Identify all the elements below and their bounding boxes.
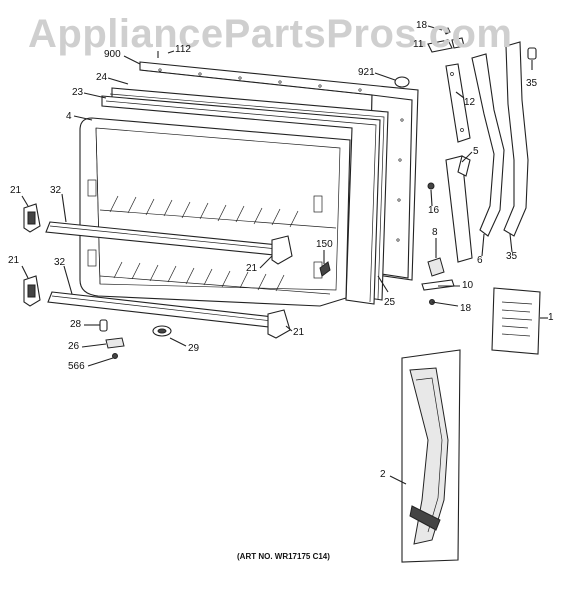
art-number-caption: (ART NO. WR17175 C14)	[237, 552, 330, 561]
door-handle-assembly	[401, 349, 461, 563]
shelf-end-cap-lower-left	[23, 275, 41, 307]
door-liner	[79, 117, 351, 307]
callout-32-lower: 32	[54, 257, 66, 268]
handle-5	[445, 155, 473, 263]
callout-12: 12	[464, 97, 476, 108]
top-cap-hardware	[427, 27, 465, 53]
callout-921: 921	[358, 67, 375, 78]
callout-21-upper-left: 21	[10, 185, 22, 196]
watermark: AppliancePartsPros.com	[28, 12, 513, 56]
callout-18-top: 18	[416, 20, 428, 31]
screw	[112, 353, 118, 359]
handle-bracket-8	[427, 257, 445, 277]
callout-150: 150	[316, 239, 333, 250]
handle-trim-6	[471, 53, 505, 237]
clip	[319, 261, 331, 277]
callout-10: 10	[462, 280, 474, 291]
plug-button	[394, 76, 410, 88]
callout-112: 112	[175, 44, 191, 55]
callout-23: 23	[72, 87, 84, 98]
callout-566: 566	[68, 361, 85, 372]
callout-21-lower-right: 21	[293, 327, 305, 338]
callout-24: 24	[96, 72, 108, 83]
callout-29: 29	[188, 343, 200, 354]
callout-35-bottom: 35	[506, 251, 518, 262]
leader-lines	[21, 25, 548, 485]
callout-11: 11	[413, 39, 424, 50]
hinge-pin	[99, 319, 108, 332]
lower-shelf-ribs	[99, 261, 331, 295]
callout-5: 5	[473, 146, 479, 157]
callout-6: 6	[477, 255, 483, 266]
handle-trim-35	[503, 41, 529, 237]
callout-32-upper: 32	[50, 185, 62, 196]
door-gasket-frames	[101, 87, 389, 305]
upper-shelf-ribs	[99, 195, 337, 229]
callout-4: 4	[66, 111, 72, 122]
callout-21-upper-right: 21	[246, 263, 258, 274]
callout-18-bottom: 18	[460, 303, 472, 314]
callout-25: 25	[384, 297, 396, 308]
callout-26: 26	[68, 341, 80, 352]
grommet	[152, 325, 172, 337]
callout-21-lower-left: 21	[8, 255, 20, 266]
shelf-end-cap-upper-left	[23, 203, 41, 233]
instructions-booklet	[491, 287, 541, 355]
callout-1: 1	[548, 312, 554, 323]
panel-screw-holes	[158, 68, 404, 242]
callout-900: 900	[104, 49, 121, 60]
stop-bracket	[105, 337, 125, 349]
callout-35-top: 35	[526, 78, 538, 89]
callout-28: 28	[70, 319, 82, 330]
shelf-end-cap-lower-right	[267, 309, 291, 339]
callout-8: 8	[432, 227, 438, 238]
handle-cover-10	[421, 279, 455, 291]
end-cap-35	[527, 47, 537, 60]
callout-2: 2	[380, 469, 386, 480]
callout-16: 16	[428, 205, 440, 216]
screw-16	[427, 182, 435, 190]
handle-trim-12	[445, 63, 471, 143]
